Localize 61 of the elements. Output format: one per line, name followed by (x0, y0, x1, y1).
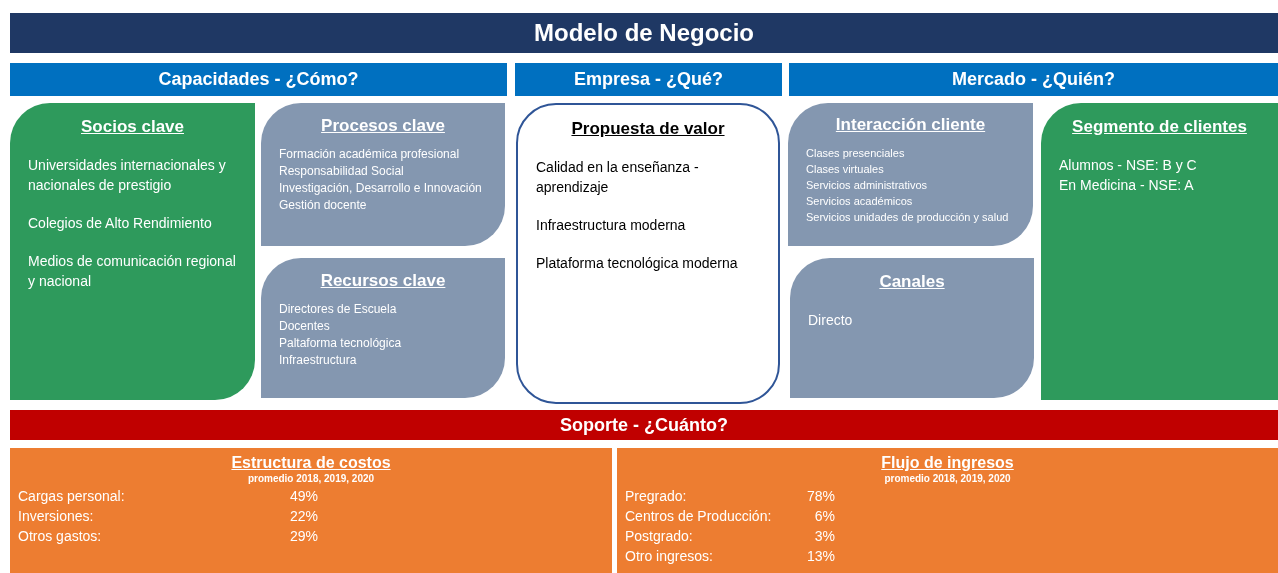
list-item: Plataforma tecnológica moderna (536, 254, 739, 273)
section-header-band: Mercado - ¿Quién? (789, 63, 1278, 96)
canvas-card (788, 103, 1033, 246)
canvas-card (261, 103, 505, 246)
section-header-band: Empresa - ¿Qué? (515, 63, 782, 96)
list-item: Directores de Escuela (279, 301, 398, 318)
canvas-card (1041, 103, 1278, 400)
percentage-value: 6% (814, 507, 835, 526)
card-heading: Procesos clave (320, 117, 446, 134)
card-heading: Canales (878, 272, 946, 292)
list-item: Medios de comunicación regional y nacional (28, 252, 237, 291)
list-item: Calidad en la enseñanza - aprendizaje (536, 158, 700, 197)
canvas-card (10, 103, 255, 400)
summary-panel (617, 448, 1278, 573)
panel-heading: Estructura de costos (231, 454, 391, 472)
list-item: Universidades internacionales y nacionales de prestigio (28, 156, 227, 195)
card-heading: Interacción cliente (834, 117, 987, 133)
list-item: En Medicina - NSE: A (1059, 176, 1195, 195)
card-heading: Segmento de clientes (1071, 117, 1248, 137)
canvas-card (261, 258, 505, 398)
card-heading: Socios clave (80, 117, 185, 137)
list-item: Gestión docente (279, 197, 368, 214)
summary-panel (10, 448, 612, 573)
row-label: Cargas personal: (18, 487, 125, 506)
card-heading: Recursos clave (319, 272, 447, 289)
list-item: Servicios unidades de producción y salud (806, 210, 1010, 225)
list-item: Colegios de Alto Rendimiento (28, 214, 213, 233)
list-item: Docentes (279, 318, 331, 335)
row-label: Centros de Producción: (625, 507, 772, 526)
row-label: Otros gastos: (18, 527, 102, 546)
page-title: Modelo de Negocio (10, 13, 1278, 53)
percentage-value: 13% (806, 547, 835, 566)
list-item: Clases virtuales (806, 162, 885, 177)
row-label: Otro ingresos: (625, 547, 713, 566)
card-heading: Propuesta de valor (570, 119, 726, 139)
list-item: Infraestructura (279, 352, 358, 369)
list-item: Infraestructura moderna (536, 216, 687, 235)
canvas-card (790, 258, 1034, 398)
percentage-value: 78% (806, 487, 835, 506)
percentage-value: 29% (289, 527, 318, 546)
percentage-value: 3% (814, 527, 835, 546)
percentage-value: 22% (289, 507, 318, 526)
percentage-value: 49% (289, 487, 318, 506)
list-item: Investigación, Desarrollo e Innovación (279, 180, 483, 197)
canvas-card (516, 103, 780, 404)
row-label: Postgrado: (625, 527, 693, 546)
list-item: Servicios académicos (806, 194, 914, 209)
list-item: Directo (808, 311, 854, 330)
section-header-band: Soporte - ¿Cuánto? (10, 410, 1278, 440)
section-header-band: Capacidades - ¿Cómo? (10, 63, 507, 96)
panel-subheading: promedio 2018, 2019, 2020 (247, 473, 375, 484)
list-item: Alumnos - NSE: B y C (1059, 156, 1198, 175)
list-item: Formación académica profesional (279, 146, 461, 163)
row-label: Inversiones: (18, 507, 94, 526)
list-item: Clases presenciales (806, 146, 906, 161)
panel-subheading: promedio 2018, 2019, 2020 (884, 473, 1011, 484)
panel-heading: Flujo de ingresos (881, 454, 1014, 472)
row-label: Pregrado: (625, 487, 687, 506)
list-item: Servicios administrativos (806, 178, 929, 193)
list-item: Paltaforma tecnológica (279, 335, 403, 352)
list-item: Responsabilidad Social (279, 163, 405, 180)
